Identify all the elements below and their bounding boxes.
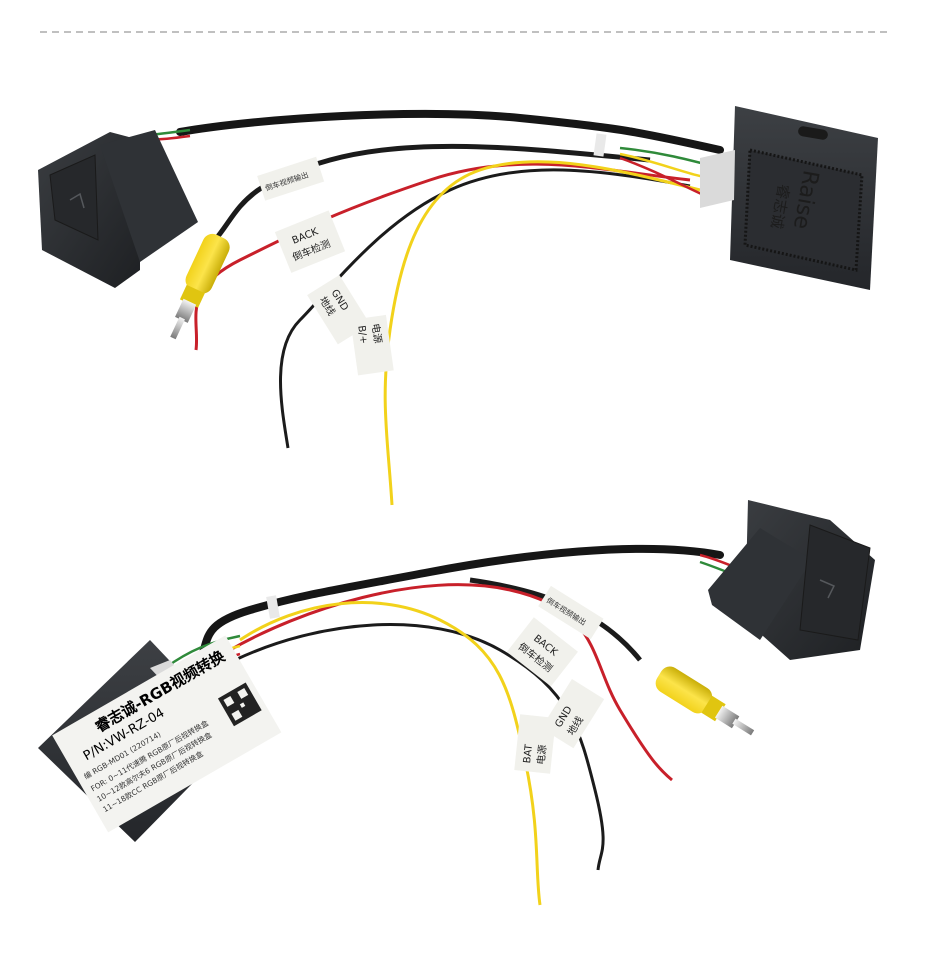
top-black-video-wire [213, 143, 651, 242]
top-rca-plug [170, 233, 230, 340]
bottom-harness: 睿志诚-RGB视频转换 P/N:VW-RZ-04 编 RGB-MD01 (220… [38, 500, 875, 906]
bottom-tag-gnd: GND 地线 [541, 678, 605, 749]
top-left-plug [38, 130, 198, 288]
top-converter-module: Raise 睿志诚 [700, 106, 878, 290]
bottom-converter-module: 睿志诚-RGB视频转换 P/N:VW-RZ-04 编 RGB-MD01 (220… [38, 635, 282, 842]
bottom-tag-back: BACK 倒车检测 [506, 617, 578, 687]
bottom-tag-bat: BAT 电源 [514, 714, 556, 774]
svg-text:电源: 电源 [534, 744, 549, 765]
svg-text:电源: 电源 [369, 323, 385, 345]
top-tag-camera-out: 倒车视频输出 [257, 156, 325, 201]
top-yellow-power-wire [383, 160, 701, 506]
top-tag-back: BACK 倒车检测 [274, 210, 346, 273]
svg-text:B/+: B/+ [355, 325, 368, 345]
svg-text:BAT: BAT [522, 743, 535, 764]
bottom-yellow-power-wire [239, 601, 542, 906]
top-main-cable [176, 109, 724, 154]
top-tag-power: 电源 B/+ [350, 314, 394, 376]
top-harness: Raise 睿志诚 倒车视频输出 BACK 倒车检测 GND 地线 电源 B/+ [38, 106, 878, 506]
bottom-black-gnd-wire [234, 623, 605, 871]
bottom-right-plug [708, 500, 875, 660]
top-black-gnd-wire [279, 168, 691, 449]
bottom-module-label: 睿志诚-RGB视频转换 P/N:VW-RZ-04 编 RGB-MD01 (220… [52, 635, 282, 833]
bottom-rca-plug [655, 666, 755, 736]
qr-code [217, 682, 262, 727]
bottom-main-cable [196, 544, 724, 664]
